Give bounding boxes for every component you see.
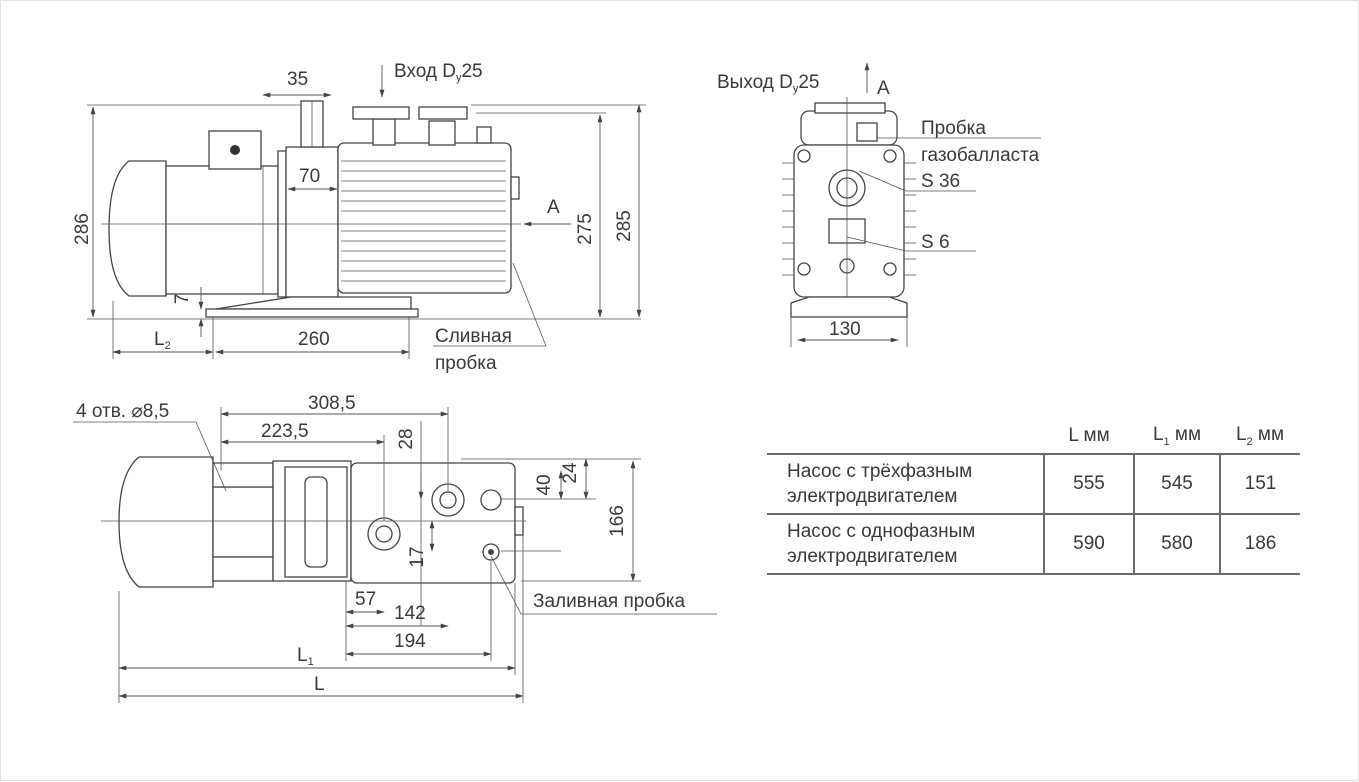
table-header-row: L мм L1 мм L2 мм: [767, 419, 1300, 454]
dim-l1: L1: [297, 645, 314, 668]
front-fins: [782, 162, 916, 276]
table-header-empty: [767, 419, 1044, 454]
dim-194: 194: [394, 631, 426, 652]
table-cell-l2: 186: [1220, 513, 1300, 575]
dim-l2: L2: [154, 329, 171, 352]
cooling-fins: [341, 160, 506, 282]
drain-plug-label-2: пробка: [435, 353, 497, 374]
side-view: [87, 65, 646, 359]
wrench-s36: S 36: [921, 171, 960, 192]
dim-130: 130: [829, 319, 861, 340]
dim-17: 17: [407, 546, 428, 567]
dim-275: 275: [575, 213, 596, 245]
dim-24: 24: [560, 462, 581, 484]
table-cell-l2: 151: [1220, 453, 1300, 515]
dim-223-5: 223,5: [261, 421, 309, 442]
gas-ballast-label-1: Пробка: [921, 118, 986, 139]
dim-286: 286: [72, 213, 93, 245]
inlet-label: Вход Dу25: [394, 61, 483, 84]
dim-260: 260: [298, 329, 330, 350]
table-cell-l: 555: [1044, 453, 1135, 515]
wrench-s6: S 6: [921, 232, 950, 253]
dim-28: 28: [396, 428, 417, 449]
front-view: [782, 62, 1041, 347]
outlet-label: Выход Dу25: [717, 72, 820, 95]
dim-166: 166: [607, 505, 628, 537]
dim-142: 142: [394, 603, 426, 624]
dim-285: 285: [614, 210, 635, 242]
holes-label: 4 отв. ⌀8,5: [76, 401, 169, 422]
top-view: [73, 407, 717, 703]
table-header-l2: L2 мм: [1235, 424, 1285, 448]
fill-plug-label: Заливная пробка: [533, 591, 685, 612]
table-header-l1: L1 мм: [1152, 424, 1202, 448]
dim-7: 7: [172, 294, 193, 305]
dim-l: L: [314, 674, 325, 695]
drain-plug-label-1: Сливная: [435, 326, 512, 347]
view-a-label-side: A: [547, 197, 560, 218]
gas-ballast-label-2: газобалласта: [921, 145, 1040, 166]
table-header-l: L мм: [1068, 425, 1110, 446]
dim-70: 70: [299, 166, 320, 187]
view-a-label-front: A: [877, 78, 890, 99]
table-cell-l1: 545: [1134, 453, 1221, 515]
dim-57: 57: [355, 589, 376, 610]
dim-308-5: 308,5: [308, 393, 356, 414]
dim-40: 40: [534, 474, 555, 495]
dim-35: 35: [287, 69, 308, 90]
table-cell-l: 590: [1044, 513, 1135, 575]
table-cell-l1: 580: [1134, 513, 1221, 575]
